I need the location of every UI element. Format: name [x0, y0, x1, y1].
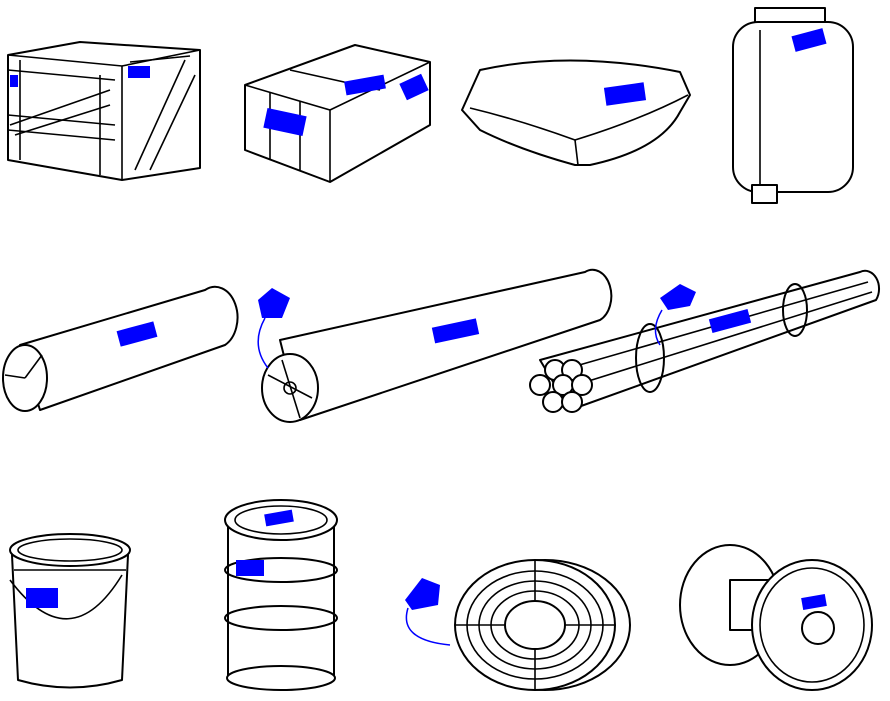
- box-icon: [244, 44, 431, 183]
- sack-icon: [461, 59, 691, 166]
- bale-icon: [732, 7, 854, 204]
- roll-icon: [2, 285, 239, 412]
- drum-icon: [224, 499, 338, 691]
- bundle-icon: [529, 269, 881, 413]
- pail-icon: [9, 533, 131, 689]
- reel-icon: [679, 544, 873, 691]
- tagged-roll-icon: [257, 268, 613, 423]
- crate-icon: [7, 41, 201, 181]
- coil-icon: [405, 559, 631, 691]
